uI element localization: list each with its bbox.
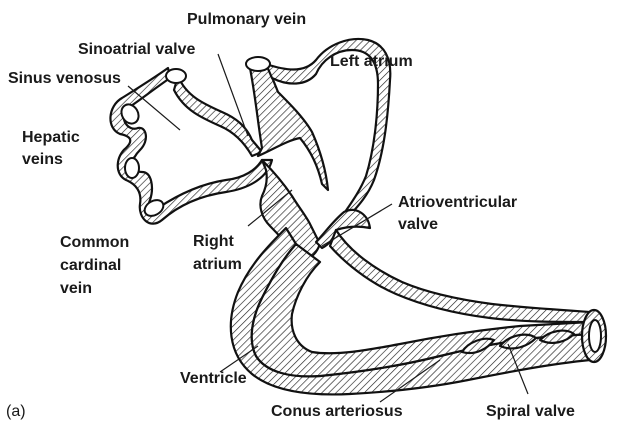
- sinoatrial-wall: [174, 76, 262, 156]
- sinus-venosus-top-opening: [166, 69, 186, 83]
- label-left-atrium: Left atrium: [330, 53, 413, 70]
- label-hepatic-veins: Hepatic veins: [22, 129, 84, 168]
- label-common-cardinal-vein: Common cardinal vein: [60, 234, 134, 297]
- label-pulmonary-vein: Pulmonary vein: [187, 11, 306, 28]
- conus-lumen: [589, 320, 601, 352]
- label-spiral-valve: Spiral valve: [486, 403, 575, 420]
- label-ventricle: Ventricle: [180, 370, 247, 387]
- label-sinus-venosus: Sinus venosus: [8, 70, 121, 87]
- hepatic-vein-lower-opening: [125, 158, 139, 178]
- label-right-atrium: Right atrium: [193, 233, 242, 273]
- pulmonary-vein-opening: [246, 57, 270, 71]
- label-atrioventricular-valve: Atrioventricular valve: [398, 194, 522, 233]
- label-sinoatrial-valve: Sinoatrial valve: [78, 41, 195, 58]
- panel-label: (a): [6, 403, 26, 420]
- label-conus-arteriosus: Conus arteriosus: [271, 403, 403, 420]
- heart-illustration: [110, 39, 606, 394]
- ventricle-upper-wall: [330, 230, 590, 322]
